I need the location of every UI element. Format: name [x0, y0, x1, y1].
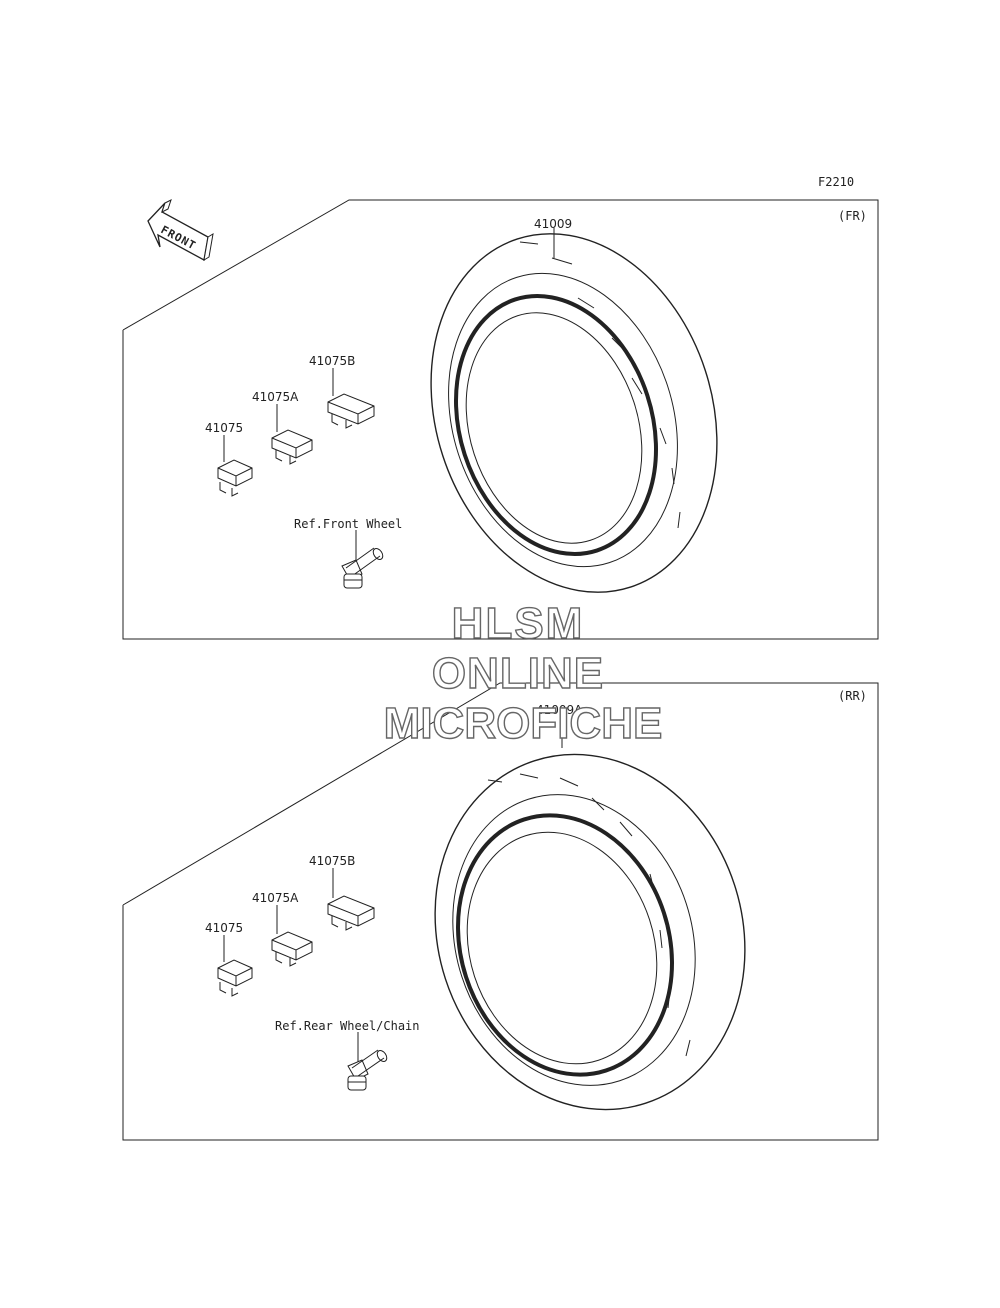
- figure-code: F2210: [818, 175, 854, 189]
- front-arrow-icon: FRONT: [147, 199, 214, 262]
- panel-rear-frame: [122, 682, 879, 1141]
- section-label-front: (FR): [838, 209, 867, 223]
- part-number-tire-rear: 41009A: [536, 703, 583, 717]
- panel-rear: (RR) 41009A 41075 41075A 41075B: [122, 682, 879, 1141]
- watermark-line-1: HLSM: [452, 599, 585, 648]
- weight-41075b-rear: [327, 895, 375, 931]
- panel-front: (FR) 41009 41075 41075A 41075B: [122, 199, 879, 640]
- weight-41075-rear: [217, 959, 253, 997]
- section-label-rear: (RR): [838, 689, 867, 703]
- watermark: HLSM ONLINE MICROFICHE: [383, 598, 663, 748]
- ref-label-rear: Ref.Rear Wheel/Chain: [275, 1019, 420, 1033]
- part-number-weight-c-rear: 41075B: [309, 854, 355, 868]
- valve-front: [341, 547, 384, 589]
- rear-tire: [434, 753, 746, 1111]
- part-number-weight-c-front: 41075B: [309, 354, 355, 368]
- weight-41075-front: [217, 459, 253, 497]
- front-tire: [430, 233, 718, 593]
- ref-label-front: Ref.Front Wheel: [294, 517, 402, 531]
- panel-front-frame: [122, 199, 879, 640]
- part-number-weight-a-front: 41075: [205, 421, 243, 435]
- part-number-weight-a-rear: 41075: [205, 921, 243, 935]
- weight-41075a-rear: [271, 931, 313, 967]
- part-number-tire-front: 41009: [534, 217, 572, 231]
- watermark-line-3: MICROFICHE: [384, 699, 663, 748]
- weight-41075a-front: [271, 429, 313, 465]
- valve-rear: [347, 1049, 388, 1091]
- part-number-weight-b-rear: 41075A: [252, 891, 299, 905]
- part-number-weight-b-front: 41075A: [252, 390, 299, 404]
- watermark-line-2: ONLINE: [432, 649, 604, 698]
- weight-41075b-front: [327, 393, 375, 429]
